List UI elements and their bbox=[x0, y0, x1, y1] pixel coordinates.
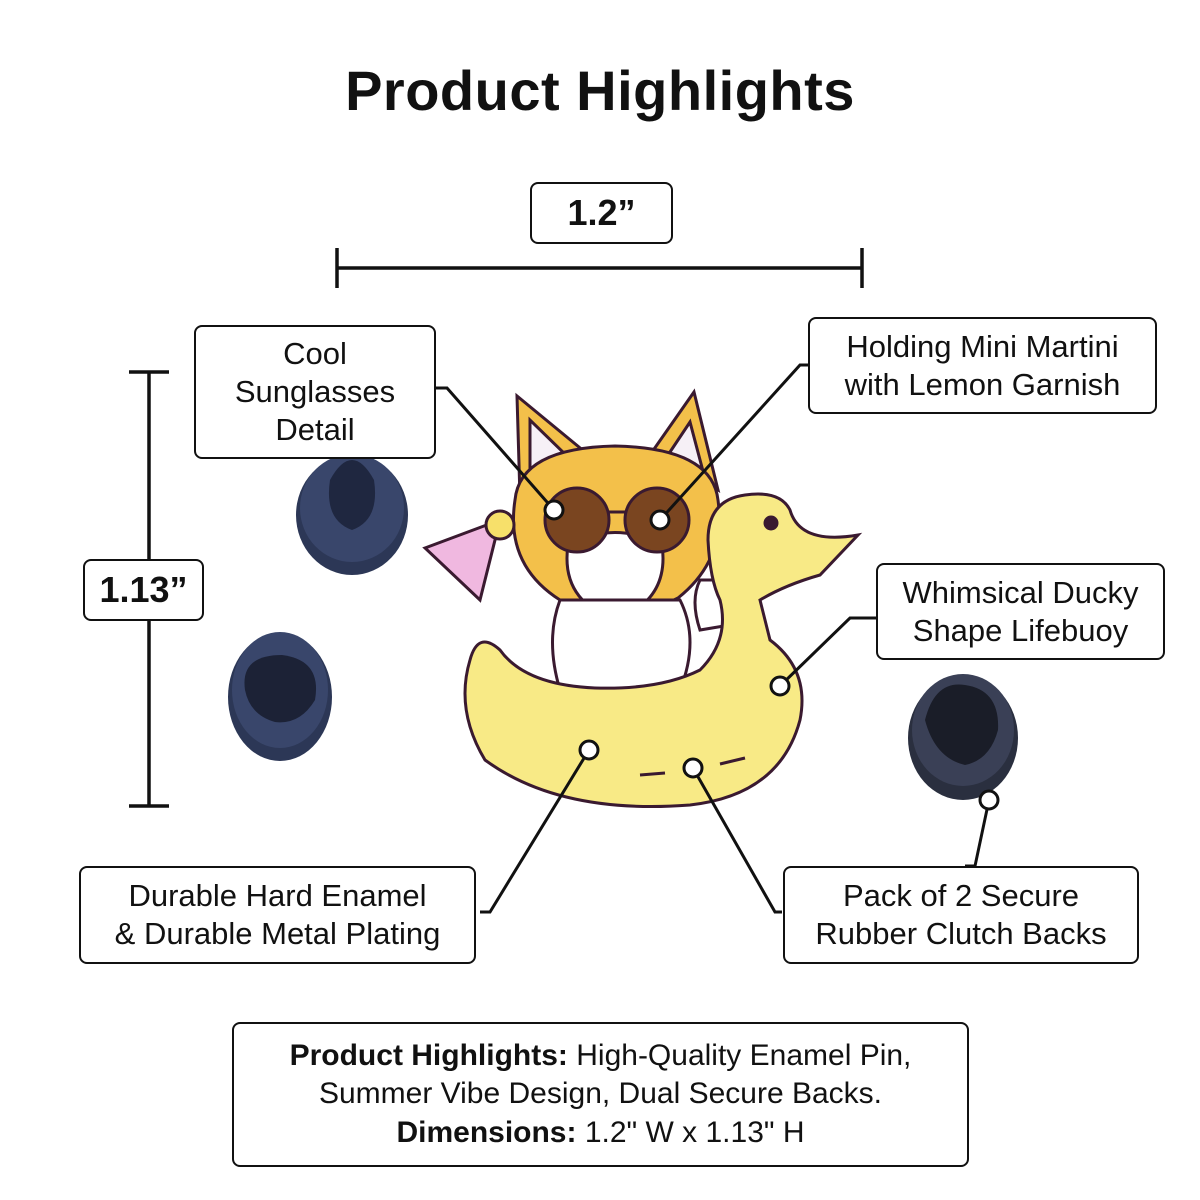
callout-line: Shape Lifebuoy bbox=[912, 612, 1129, 648]
summary-box: Product Highlights: High-Quality Enamel … bbox=[232, 1022, 969, 1167]
callout-line: Detail bbox=[275, 411, 355, 447]
callout-leaders bbox=[435, 363, 991, 914]
callout-sunglasses: Cool Sunglasses Detail bbox=[194, 325, 436, 459]
callout-line: Rubber Clutch Backs bbox=[815, 916, 1107, 951]
summary-highlights-text: High-Quality Enamel Pin, bbox=[567, 1038, 912, 1072]
callout-line: Holding Mini Martini bbox=[846, 328, 1119, 364]
callout-line: Sunglasses bbox=[234, 374, 396, 410]
page-title: Product Highlights bbox=[345, 59, 855, 122]
summary-line-2: Summer Vibe Design, Dual Secure Backs. bbox=[318, 1077, 883, 1111]
height-dimension-label: 1.13” bbox=[83, 559, 204, 621]
summary-dimensions-label: Dimensions: bbox=[396, 1115, 577, 1149]
callout-line: & Durable Metal Plating bbox=[114, 916, 441, 951]
width-dimension-label: 1.2” bbox=[530, 182, 673, 244]
callout-line: Whimsical Ducky bbox=[902, 574, 1139, 610]
callout-line: Durable Hard Enamel bbox=[128, 878, 427, 914]
summary-line-3: Dimensions: 1.2" W x 1.13" H bbox=[396, 1114, 804, 1152]
clutch-back-right-icon bbox=[908, 674, 1018, 800]
width-dimension-line bbox=[335, 248, 864, 288]
clutch-back-middle-left-icon bbox=[228, 632, 332, 761]
summary-line-1: Product Highlights: High-Quality Enamel … bbox=[290, 1037, 912, 1075]
callout-martini: Holding Mini Martini with Lemon Garnish bbox=[808, 317, 1157, 414]
callout-enamel: Durable Hard Enamel & Durable Metal Plat… bbox=[79, 866, 476, 964]
summary-highlights-label: Product Highlights: bbox=[289, 1038, 568, 1072]
clutch-back-top-left-icon bbox=[296, 454, 408, 575]
callout-line: Pack of 2 Secure bbox=[842, 878, 1080, 914]
callout-line: with Lemon Garnish bbox=[844, 366, 1121, 402]
summary-dimensions-text: 1.2" W x 1.13" H bbox=[576, 1115, 805, 1149]
callout-ducky: Whimsical Ducky Shape Lifebuoy bbox=[876, 563, 1165, 660]
callout-line: Cool bbox=[283, 336, 347, 372]
corgi-pin-icon bbox=[422, 388, 732, 692]
callout-clutch-backs: Pack of 2 Secure Rubber Clutch Backs bbox=[783, 866, 1139, 964]
callout-markers bbox=[543, 499, 1000, 811]
